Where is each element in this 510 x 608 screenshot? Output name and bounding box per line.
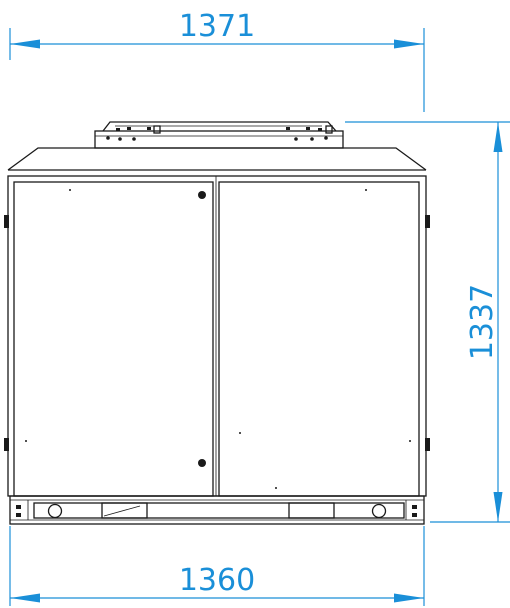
- height-dim-arrow-bottom: [493, 492, 503, 522]
- fan-bolt: [147, 127, 151, 130]
- panel-screw: [275, 487, 277, 489]
- top-dim-arrow-left: [10, 39, 40, 49]
- fan-rivet: [294, 137, 298, 141]
- side-hinge-left-bottom: [4, 438, 9, 451]
- side-hinge-right-bottom: [425, 438, 430, 451]
- fan-clip-right: [325, 125, 333, 134]
- fan-bolt: [116, 128, 120, 131]
- base-bolt: [16, 505, 21, 509]
- panel-screw: [25, 440, 27, 442]
- base-bolt: [16, 513, 21, 517]
- base-bolt: [412, 513, 417, 517]
- fan-rivet: [106, 136, 110, 140]
- fan-bolt: [127, 127, 131, 130]
- height-dim-arrow-top: [493, 122, 503, 152]
- side-hinge-right-top: [425, 215, 430, 228]
- forklift-pocket-left-slant: [103, 505, 141, 517]
- base-channel: [33, 502, 405, 519]
- top-width-label: 1371: [179, 9, 255, 44]
- top-width-dimension: 1371: [9, 9, 425, 112]
- height-dimension: 1337: [345, 121, 510, 523]
- panel-screw: [409, 440, 411, 442]
- left-door-panel: [13, 181, 214, 497]
- fan-rivet: [324, 136, 328, 140]
- lifting-hole-left: [47, 503, 63, 519]
- fan-top-assembly: [94, 121, 344, 149]
- fan-bolt: [318, 128, 322, 131]
- panel-screw: [239, 432, 241, 434]
- fan-bolt: [306, 127, 310, 130]
- forklift-pocket-left: [101, 502, 148, 519]
- cabinet-outline: [7, 175, 427, 497]
- fan-bolt: [286, 127, 290, 130]
- roof-profile: [7, 147, 427, 171]
- bottom-dim-arrow-right: [394, 593, 424, 603]
- fan-rivet: [118, 137, 122, 141]
- door-lock-bottom: [198, 459, 206, 467]
- roof-cover: [7, 147, 427, 177]
- fan-housing: [94, 130, 344, 149]
- door-lock-top: [198, 191, 206, 199]
- bottom-width-dimension: 1360: [9, 526, 425, 606]
- height-label: 1337: [465, 284, 500, 360]
- lifting-hole-right: [371, 503, 387, 519]
- panel-screw: [69, 189, 71, 191]
- fan-rivet: [132, 137, 136, 141]
- base-bolt: [412, 505, 417, 509]
- bottom-width-label: 1360: [179, 563, 255, 598]
- fan-rivet: [310, 137, 314, 141]
- forklift-pocket-right: [288, 502, 335, 519]
- panel-screw: [365, 189, 367, 191]
- right-door-panel: [218, 181, 420, 497]
- fan-clip-left: [153, 125, 161, 134]
- fan-guard: [102, 121, 337, 132]
- top-dim-arrow-right: [394, 39, 424, 49]
- side-hinge-left-top: [4, 215, 9, 228]
- base-frame-outline: [9, 495, 425, 525]
- bottom-dim-arrow-left: [10, 593, 40, 603]
- cabinet-body: [4, 175, 430, 497]
- base-frame: [9, 495, 425, 525]
